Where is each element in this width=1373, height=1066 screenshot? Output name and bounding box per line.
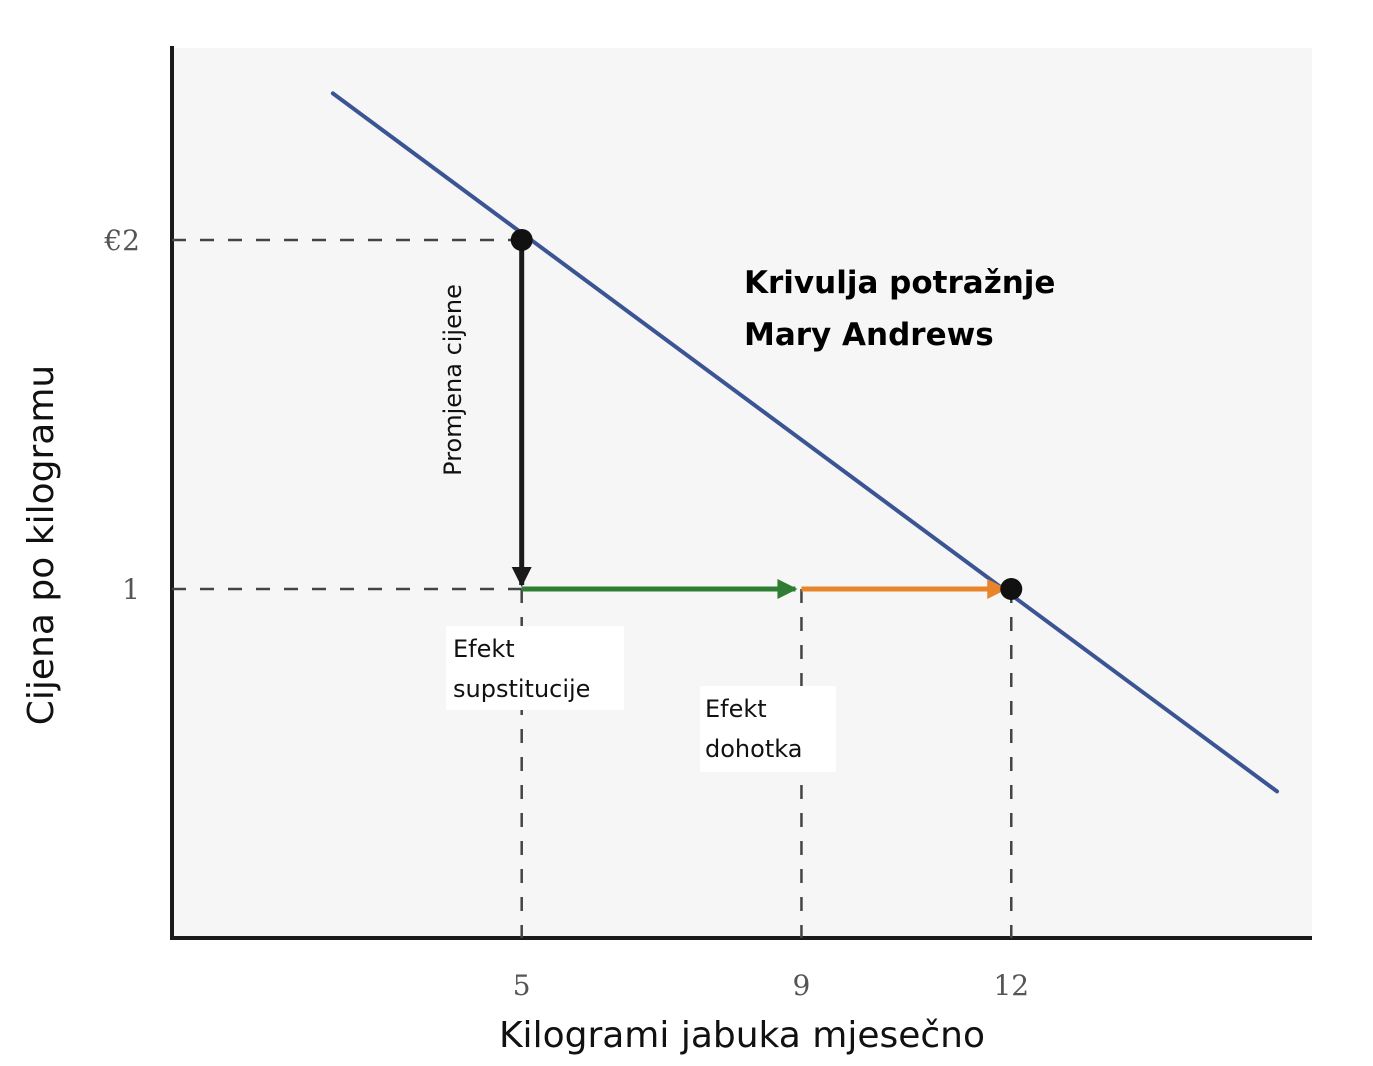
substitution-label-line1: Efekt (453, 635, 515, 663)
curve-label-line2: Mary Andrews (744, 317, 994, 353)
series-layer (330, 91, 1280, 794)
y-axis-title: Cijena po kilogramu (21, 365, 62, 725)
demand-point (1000, 577, 1023, 600)
x-tick-label: 12 (993, 969, 1029, 1002)
y-tick-label: 1 (122, 573, 140, 606)
y-tick-label: €2 (103, 224, 140, 257)
ticks-layer: €2 1 5 9 12 (103, 224, 1029, 1002)
curve-label-line1: Krivulja potražnje (744, 265, 1055, 301)
price-change-label: Promjena cijene (439, 284, 467, 476)
x-tick-label: 9 (793, 969, 811, 1002)
x-tick-label: 5 (513, 969, 531, 1002)
income-label-bg (700, 686, 836, 772)
income-label-line2: dohotka (705, 735, 802, 763)
arrows-layer (511, 239, 1008, 599)
plot-area (172, 48, 1312, 938)
substitution-label-line2: supstitucije (453, 675, 590, 703)
demand-point (510, 228, 533, 251)
demand-curve-line (330, 91, 1280, 794)
points-layer (510, 228, 1023, 600)
substitution-label-bg (446, 626, 624, 710)
income-label-line1: Efekt (705, 695, 767, 723)
x-axis-title: Kilogrami jabuka mjesečno (499, 1015, 985, 1056)
